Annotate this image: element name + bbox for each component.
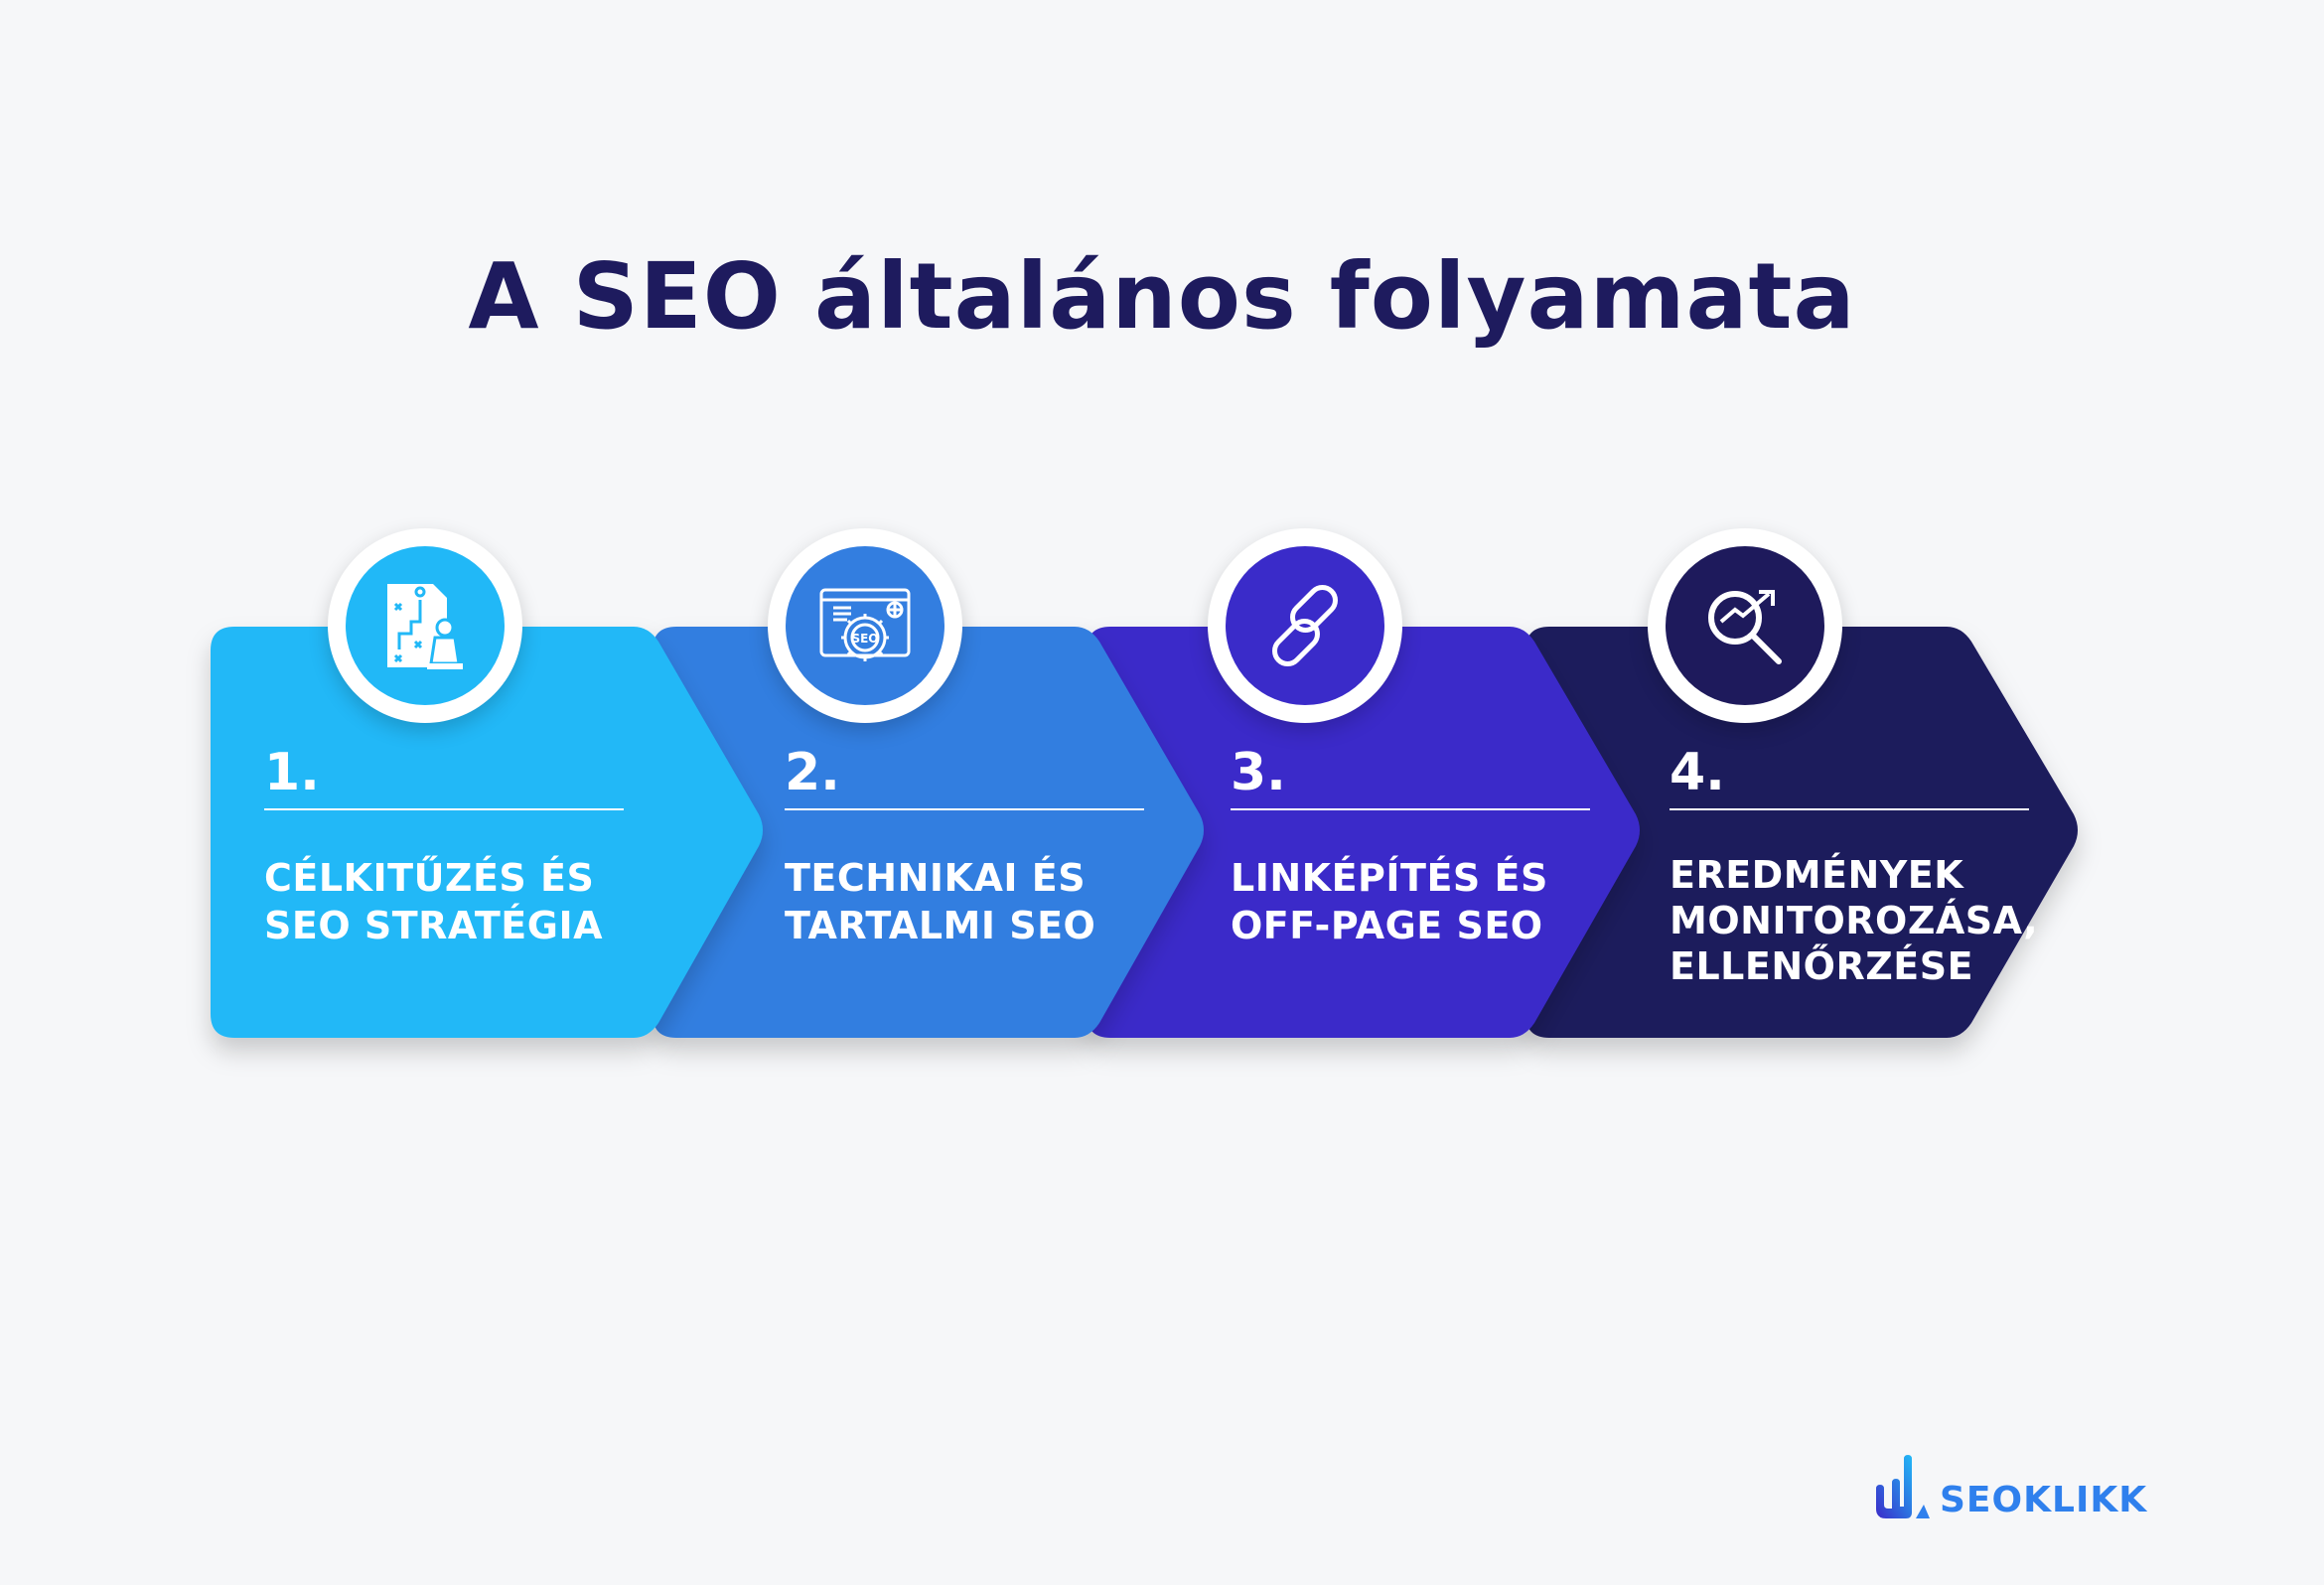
step-1-arrow — [211, 627, 763, 1038]
step-3-label-line1: LINKÉPÍTÉS ÉS — [1231, 856, 1548, 900]
step-1-icon-badge — [328, 528, 522, 723]
step-2-label-line1: TECHNIKAI ÉS — [785, 856, 1087, 900]
step-3-number: 3. — [1231, 743, 1286, 802]
logo-text: SEOKLIKK — [1940, 1480, 2148, 1520]
step-4-label-line3: ELLENŐRZÉSE — [1670, 944, 1974, 988]
step-1-number: 1. — [264, 743, 320, 802]
step-2-label-line2: TARTALMI SEO — [785, 904, 1096, 947]
magnifier-growth-icon — [1708, 590, 1782, 664]
step-4-label-line2: MONITOROZÁSA, — [1670, 899, 2039, 942]
step-3-label: LINKÉPÍTÉS ÉS OFF-PAGE SEO — [1231, 854, 1628, 949]
step-3-label-line2: OFF-PAGE SEO — [1231, 904, 1543, 947]
seoklikk-logo: SEOKLIKK — [1872, 1455, 2147, 1520]
step-4-divider — [1670, 808, 2029, 810]
step-1-label-line2: SEO STRATÉGIA — [264, 904, 603, 947]
chain-link-icon — [1272, 585, 1338, 666]
step-4-icon-badge — [1648, 528, 1842, 723]
seo-gear-browser-icon: SEO — [819, 588, 911, 661]
step-4-label-line1: EREDMÉNYEK — [1670, 853, 1964, 897]
step-3-divider — [1231, 808, 1590, 810]
strategy-chess-icon — [387, 584, 463, 669]
step-4-number: 4. — [1670, 743, 1725, 802]
step-4-label: EREDMÉNYEK MONITOROZÁSA, ELLENŐRZÉSE — [1670, 852, 2067, 989]
step-1-divider — [264, 808, 624, 810]
svg-text:SEO: SEO — [851, 632, 878, 646]
step-3-arrow — [1087, 627, 1640, 1038]
step-2-arrow — [653, 627, 1204, 1038]
step-1-label: CÉLKITŰZÉS ÉS SEO STRATÉGIA — [264, 854, 661, 949]
page-title: A SEO általános folyamata — [468, 243, 1856, 350]
step-4-arrow — [1525, 627, 2078, 1038]
step-2-label: TECHNIKAI ÉS TARTALMI SEO — [785, 854, 1182, 949]
step-2-divider — [785, 808, 1144, 810]
hand-pointer-logo-icon — [1876, 1455, 1930, 1518]
step-2-number: 2. — [785, 743, 840, 802]
step-3-icon-badge — [1208, 528, 1402, 723]
step-2-icon-badge: SEO — [768, 528, 962, 723]
step-1-label-line1: CÉLKITŰZÉS ÉS — [264, 856, 595, 900]
